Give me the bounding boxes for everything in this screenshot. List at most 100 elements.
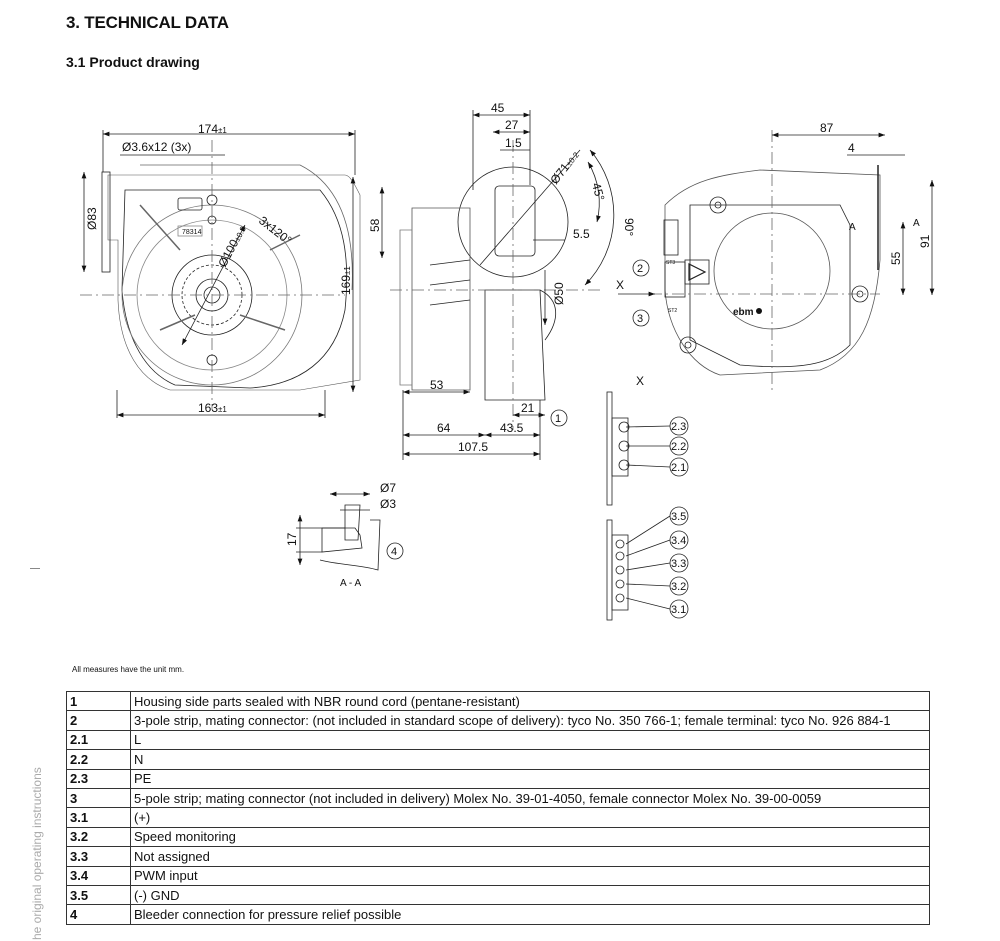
pin-callout-label: 3.3 [671, 558, 686, 570]
subsection-heading: 3.1 Product drawing [66, 54, 200, 70]
legend-text: N [130, 749, 930, 770]
dim-107-5: 107.5 [458, 440, 488, 454]
front-view: 78314 174±1 Ø3.6x12 (3x) Ø83 169±1 163±1… [80, 122, 361, 418]
view-x-arrow-label: X [616, 278, 624, 292]
callout-1: 1 [555, 413, 561, 425]
svg-text:Ø100±0.3: Ø100±0.3 [215, 223, 249, 270]
pin-callout-label: 2.1 [671, 462, 686, 474]
dim-53: 53 [430, 378, 444, 392]
legend-key: 1 [66, 690, 131, 712]
pin-leader-line [625, 464, 671, 468]
legend-key: 4 [66, 904, 131, 925]
section-mark-a-2: A [913, 218, 920, 229]
pin-leader-line [625, 425, 671, 428]
legend-text: Bleeder connection for pressure relief p… [130, 904, 930, 925]
dim-45deg: 45° [589, 181, 607, 202]
side-margin-text: he original operating instructions [30, 767, 44, 940]
pin-callout-circle [669, 506, 689, 526]
pin-callout-label: 2.3 [671, 421, 686, 433]
dim-hole: Ø3.6x12 (3x) [122, 140, 191, 154]
dim-55: 55 [889, 251, 903, 265]
dim-90deg: 90° [622, 218, 636, 236]
pin-callout-circle [669, 457, 689, 477]
callout-4: 4 [391, 546, 397, 558]
high-voltage-warning-icon [688, 263, 707, 281]
pin-callout-circle [669, 553, 689, 573]
svg-text:163±1: 163±1 [198, 401, 227, 415]
view-x-label: X [636, 374, 644, 388]
dim-169: 169 [339, 275, 353, 295]
legend-text: 3-pole strip, mating connector: (not inc… [130, 710, 930, 731]
pin-leader-line [625, 562, 671, 571]
section-label: A - A [340, 578, 361, 589]
view-x-connectors: X 2.32.22.13.53.43.33.23.1 [606, 374, 689, 621]
legend-text: PWM input [130, 865, 930, 886]
svg-text:169±1: 169±1 [339, 266, 353, 295]
legend-key: 3.4 [66, 865, 131, 886]
pin-callout-label: 3.1 [671, 604, 686, 616]
dim-64: 64 [437, 421, 451, 435]
dim-58: 58 [368, 218, 382, 232]
legend-key: 3.5 [66, 884, 131, 906]
dim-17: 17 [285, 532, 299, 546]
section-heading: 3. TECHNICAL DATA [66, 13, 229, 32]
legend-key: 3.2 [66, 826, 131, 848]
rear-view: ST3 ST2 ebm 87 4 91 55 A A X 2 3 [616, 121, 935, 390]
dim-5-5: 5.5 [573, 227, 590, 241]
pin-callout-label: 2.2 [671, 441, 686, 453]
dim-3: Ø3 [380, 497, 396, 511]
st2-label: ST2 [668, 308, 677, 314]
legend-text: L [130, 729, 930, 751]
dim-50: Ø50 [552, 282, 566, 305]
legend-text: (-) GND [130, 884, 930, 906]
pin-callout-circle [669, 436, 689, 456]
pin-leader-line [625, 539, 671, 557]
dim-27: 27 [505, 118, 519, 132]
dim-4: 4 [848, 141, 855, 155]
dim-91: 91 [918, 234, 932, 248]
part-number: 78314 [182, 229, 202, 236]
legend-text: PE [130, 768, 930, 789]
pin-callout-label: 3.2 [671, 581, 686, 593]
svg-text:174±1: 174±1 [198, 122, 227, 136]
dim-45: 45 [491, 101, 505, 115]
legend-text: Not assigned [130, 846, 930, 867]
table-row: 3.1(+) [66, 807, 930, 828]
product-drawing: 78314 174±1 Ø3.6x12 (3x) Ø83 169±1 163±1… [80, 101, 935, 621]
legend-key: 2.3 [66, 768, 131, 789]
section-a-a: 17 Ø7 Ø3 A - A 4 [285, 481, 404, 589]
legend-text: Housing side parts sealed with NBR round… [130, 690, 930, 712]
ebm-logo: ebm [733, 307, 754, 318]
section-mark-a-1: A [849, 222, 856, 233]
legend-key: 2.1 [66, 729, 131, 751]
dim-21: 21 [521, 401, 535, 415]
dim-outlet: Ø83 [85, 207, 99, 230]
pin-leader-line [625, 597, 671, 610]
pin-callout-circle [669, 530, 689, 550]
unit-note: All measures have the unit mm. [72, 665, 185, 674]
dim-174: 174 [198, 122, 218, 136]
margin-mark [30, 568, 40, 569]
dim-163: 163 [198, 401, 218, 415]
pin-callout-circle [669, 416, 689, 436]
pin-callout-circle [669, 599, 689, 619]
pin-callout-circle [669, 576, 689, 596]
pin-leader-line [625, 583, 671, 587]
legend-text: 5-pole strip; mating connector (not incl… [130, 787, 930, 809]
dim-43-5: 43.5 [500, 421, 524, 435]
pin-callout-label: 3.5 [671, 511, 686, 523]
dim-angle: 3x120° [256, 213, 294, 247]
dim-1-5: 1.5 [505, 136, 522, 150]
callout-2: 2 [637, 263, 643, 275]
legend-key: 3.3 [66, 846, 131, 867]
callout-3: 3 [637, 313, 643, 325]
